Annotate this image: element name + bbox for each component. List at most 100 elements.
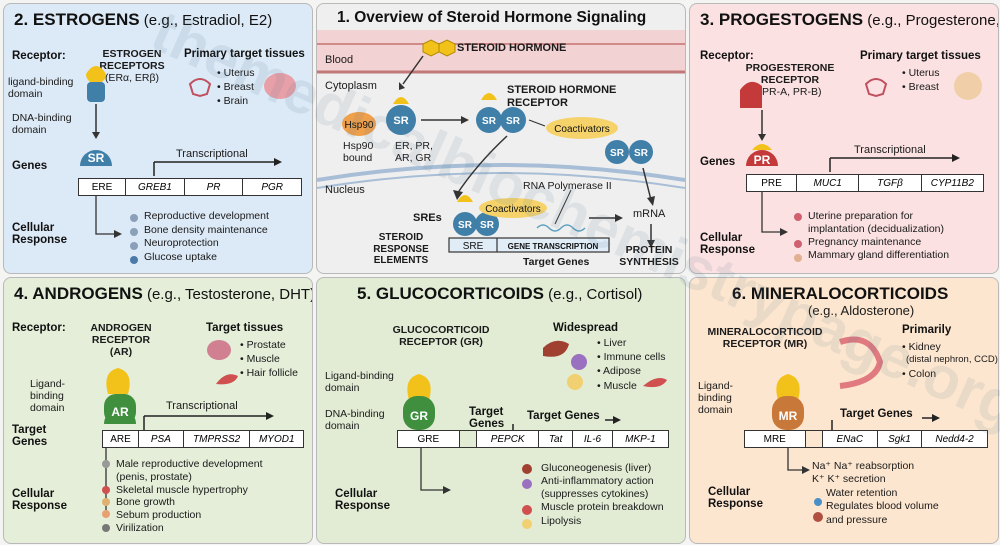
- bone-icon: [130, 214, 138, 222]
- sr-types-label: ER, PR,AR, GR: [395, 140, 433, 165]
- transcriptional-label: Transcriptional: [176, 148, 248, 160]
- svg-text:Coactivators: Coactivators: [554, 124, 610, 135]
- gr-receptor-shape: [403, 396, 435, 430]
- dna-element-gre: GRE: [398, 431, 460, 447]
- svg-text:SR: SR: [634, 148, 649, 159]
- mineralocorticoids-panel: 6. MINERALOCORTICOIDS (e.g., Aldosterone…: [689, 277, 999, 544]
- dna-element-are: ARE: [103, 431, 140, 447]
- target-genes-label: Target Genes: [523, 256, 590, 268]
- gene-greb1: GREB1: [126, 179, 185, 195]
- lipolysis-icon: [522, 519, 532, 529]
- tissues-header: Primary target tissues: [860, 50, 981, 62]
- adipose-icon: [567, 374, 583, 390]
- virilization-icon: [102, 524, 110, 532]
- androgen-dna-strand: ARE PSA TMPRSS2 MYOD1: [102, 430, 304, 448]
- estrogens-title: 2. ESTROGENS (e.g., Estradiol, E2): [14, 10, 273, 29]
- glucocorticoids-graphics: GR: [403, 340, 667, 529]
- mineralocorticoid-dna-strand: MRE ENaC Sgk1 Nedd4-2: [744, 430, 988, 448]
- pr-receptor-shape: [746, 150, 778, 166]
- bone-icon: [102, 498, 110, 506]
- uterus-icon: [864, 78, 888, 98]
- kidney-icon: [813, 512, 823, 522]
- sr-receptor-shape: [80, 150, 112, 166]
- svg-text:SR: SR: [458, 220, 473, 231]
- liver-icon: [543, 340, 569, 357]
- ligand-icon: [407, 374, 431, 400]
- sebum-icon: [102, 510, 110, 518]
- receptor-label: Receptor:: [12, 50, 66, 62]
- genes-label: Genes: [700, 156, 736, 168]
- mrna-label: mRNA: [633, 208, 666, 220]
- sr-label: SR: [88, 151, 105, 165]
- steroid-hormone-label: STEROID HORMONE: [457, 42, 567, 54]
- gene-tmprss2: TMPRSS2: [184, 431, 251, 447]
- colon-icon: [839, 336, 884, 389]
- tissues-header: Primary target tissues: [184, 48, 305, 60]
- brain-icon: [264, 73, 296, 99]
- tissues-list: • Uterus• Breast: [902, 67, 940, 94]
- androgens-panel: 4. ANDROGENS (e.g., Testosterone, DHT) R…: [3, 277, 313, 544]
- tissues-header: Primarily: [902, 324, 952, 336]
- svg-text:SR: SR: [393, 115, 408, 127]
- uterus-icon: [188, 78, 212, 98]
- ligand-icon: [86, 66, 106, 84]
- gene-pgr: PGR: [261, 181, 283, 193]
- gene-psa: PSA: [139, 431, 184, 447]
- gene-mkp1: MKP-1: [625, 433, 656, 445]
- bone-density-icon: [130, 228, 138, 236]
- coactivators-shape: [546, 117, 618, 139]
- ligand-binding-domain-shape: [87, 82, 105, 102]
- mineralocorticoids-graphics: MR: [772, 336, 940, 522]
- overview-title: 1. Overview of Steroid Hormone Signaling: [337, 9, 647, 26]
- tissues-header: Target tissues: [206, 322, 284, 334]
- svg-text:SR: SR: [480, 220, 495, 231]
- hsp90-shape: [342, 112, 376, 136]
- male-icon: [102, 460, 110, 468]
- svg-text:SRE: SRE: [463, 241, 484, 252]
- mr-label: MR: [779, 409, 798, 423]
- sres-label: SREs: [413, 212, 442, 224]
- muscle-small-icon: [522, 505, 532, 515]
- estrogens-graphics: SR: [80, 66, 296, 264]
- androgens-title: 4. ANDROGENS (e.g., Testosterone, DHT): [14, 284, 313, 303]
- prostate-icon: [207, 340, 231, 360]
- gene-pepck: PEPCK: [477, 431, 540, 447]
- gene-tgfb: TGFβ: [859, 175, 922, 191]
- tissues-list: • Kidney(distal nephron, CCD)• Colon: [902, 341, 998, 380]
- pr-label: PR: [754, 153, 771, 167]
- liver-small-icon: [522, 464, 532, 474]
- ligand-icon: [776, 374, 800, 400]
- estrogen-dna-strand: ERE GREB1 PR PGR: [78, 178, 302, 196]
- mineralocorticoids-title: 6. MINERALOCORTICOIDS: [732, 284, 949, 303]
- progestogens-graphics: PR: [740, 72, 982, 262]
- cytoplasm-label: Cytoplasm: [325, 80, 377, 92]
- nucleus-label: Nucleus: [325, 184, 365, 196]
- gene-muc1: MUC1: [797, 175, 860, 191]
- gene-cyp11b2: CYP11B2: [930, 177, 974, 189]
- estrogens-panel: 2. ESTROGENS (e.g., Estradiol, E2) Recep…: [3, 3, 313, 274]
- transcriptional-label: Transcriptional: [854, 144, 926, 156]
- target-genes-arrow-label: Target Genes: [527, 410, 600, 422]
- svg-text:SR: SR: [610, 148, 625, 159]
- target-genes-arrow-label: Target Genes: [840, 408, 913, 420]
- responses-list: Gluconeogenesis (liver)Anti-inflammatory…: [541, 462, 664, 527]
- gene-enac: ENaC: [823, 431, 878, 447]
